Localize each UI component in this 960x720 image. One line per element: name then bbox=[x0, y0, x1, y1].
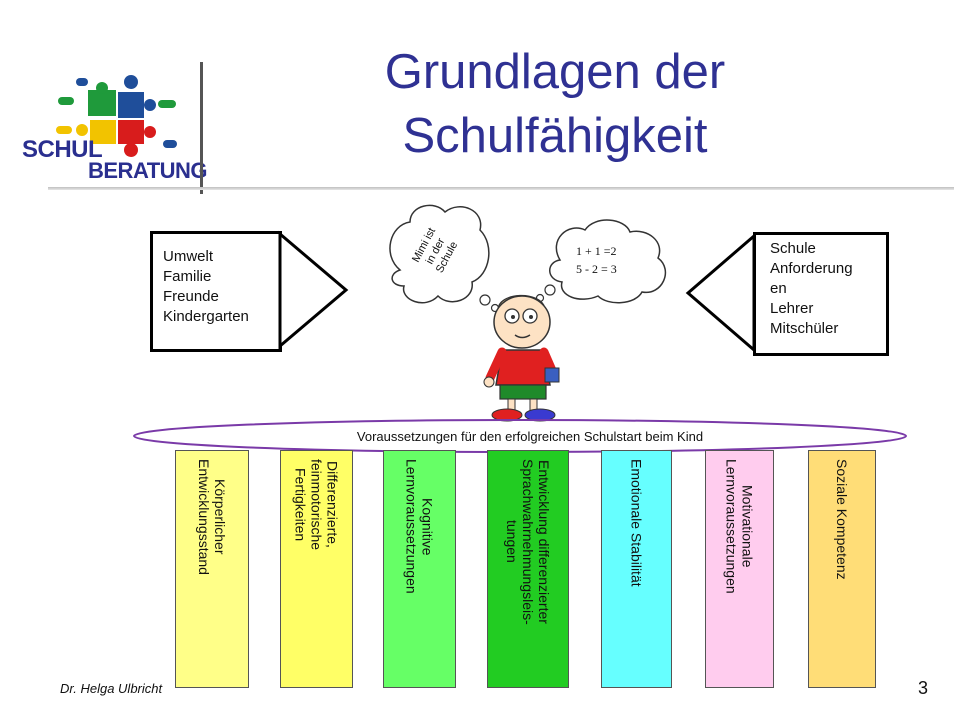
prerequisite-column: Motivationale Lernvoraussetzungen bbox=[705, 450, 774, 688]
logo-text-schul: SCHUL bbox=[22, 136, 103, 163]
slide-title: Grundlagen der Schulfähigkeit bbox=[250, 40, 860, 168]
thought-line: 5 - 2 = 3 bbox=[576, 262, 617, 276]
logo-text-beratung: BERATUNG bbox=[88, 158, 208, 183]
prerequisites-label: Voraussetzungen für den erfolgreichen Sc… bbox=[356, 429, 704, 444]
left-box-item: Kindergarten bbox=[163, 308, 249, 325]
left-box-item: Freunde bbox=[163, 288, 219, 305]
title-line-2: Schulfähigkeit bbox=[402, 109, 708, 163]
footer-author: Dr. Helga Ulbricht bbox=[60, 681, 163, 696]
right-box-item: en bbox=[770, 280, 787, 297]
left-pointing-arrow-icon bbox=[685, 232, 756, 354]
school-box: Schule Anforderung en Lehrer Mitschüler bbox=[753, 232, 889, 356]
left-box-item: Umwelt bbox=[163, 248, 214, 265]
right-box-item: Lehrer bbox=[770, 300, 814, 317]
prerequisite-column-label: Körperlicher Entwicklungsstand bbox=[196, 459, 228, 575]
child-cartoon-icon bbox=[389, 204, 667, 422]
prerequisite-column-label: Differenzierte, feinmotorische Fertigkei… bbox=[292, 459, 341, 551]
puzzle-logo-icon bbox=[56, 75, 177, 157]
prerequisite-column: Kognitive Lernvoraussetzungen bbox=[383, 450, 456, 688]
right-pointing-arrow-icon bbox=[278, 230, 349, 350]
page-number: 3 bbox=[918, 678, 929, 698]
right-box-item: Mitschüler bbox=[770, 320, 839, 337]
prerequisite-column: Soziale Kompetenz bbox=[808, 450, 876, 688]
prerequisite-column-label: Entwicklung differenzierter Sprachwahrne… bbox=[504, 459, 552, 625]
right-box-item: Anforderung bbox=[770, 260, 853, 277]
prerequisite-column-label: Motivationale Lernvoraussetzungen bbox=[723, 459, 756, 594]
left-thought-cloud bbox=[389, 204, 490, 304]
title-horizontal-divider bbox=[48, 187, 954, 190]
prerequisite-column: Emotionale Stabilität bbox=[601, 450, 672, 688]
right-box-item: Schule bbox=[770, 240, 816, 257]
prerequisite-column-label: Kognitive Lernvoraussetzungen bbox=[403, 459, 436, 594]
right-thought-cloud bbox=[549, 219, 667, 304]
prerequisite-column-label: Soziale Kompetenz bbox=[834, 459, 850, 580]
environment-box: Umwelt Familie Freunde Kindergarten bbox=[150, 231, 282, 352]
title-line-1: Grundlagen der bbox=[384, 45, 726, 99]
prerequisite-column: Entwicklung differenzierter Sprachwahrne… bbox=[487, 450, 569, 688]
thought-line: 1 + 1 =2 bbox=[576, 244, 617, 258]
title-vertical-divider bbox=[200, 62, 203, 194]
prerequisite-column: Körperlicher Entwicklungsstand bbox=[175, 450, 249, 688]
right-thought-text: 1 + 1 =2 5 - 2 = 3 bbox=[576, 242, 617, 278]
schulberatung-logo: SCHUL BERATUNG bbox=[18, 70, 208, 190]
prerequisite-column-label: Emotionale Stabilität bbox=[628, 459, 645, 587]
left-box-item: Familie bbox=[163, 268, 212, 285]
child-figure: Mimi ist in der Schule 1 + 1 =2 5 - 2 = … bbox=[380, 200, 680, 430]
prerequisite-column: Differenzierte, feinmotorische Fertigkei… bbox=[280, 450, 353, 688]
